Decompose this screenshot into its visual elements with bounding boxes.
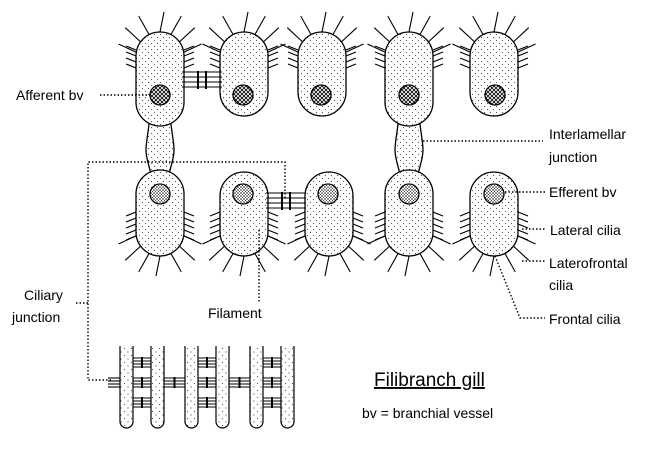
frontal-cilia-leader [494,255,545,319]
efferent-vessel-3 [317,183,339,205]
label-ciliary-junction: junction [11,309,60,325]
label-efferent-bv: Efferent bv [549,184,616,200]
lamella-cell-bottom-4 [384,169,434,257]
diagram-title: Filibranch gill [374,370,485,391]
label-afferent-bv: Afferent bv [16,87,83,103]
label-interlamellar: Interlamellar [549,126,626,142]
afferent-vessel-4 [398,84,420,106]
efferent-vessel-4 [398,183,420,205]
efferent-vessel-1 [149,183,171,205]
label-ciliary: Ciliary [24,287,63,303]
label-laterofrontal-cilia: cilia [549,277,573,293]
ciliary-junction-leader [87,161,286,381]
label-laterofrontal: Laterofrontal [549,255,628,271]
label-lateral-cilia: Lateral cilia [550,222,621,238]
afferent-vessel-3 [310,84,332,106]
label-filament: Filament [208,305,262,321]
lamella-cell-top-1 [135,31,185,127]
ciliary-junction-bottom [266,192,306,210]
efferent-vessel-5 [483,183,505,205]
ciliary-junction-top [182,71,222,89]
cilia [118,11,536,277]
efferent-vessel-2 [232,183,254,205]
filament-row [108,346,295,429]
lamella-cell-top-4 [384,31,434,127]
legend-text: bv = branchial vessel [362,405,493,421]
lamella-cell-bottom-1 [135,169,185,257]
label-frontal-cilia: Frontal cilia [549,311,621,327]
afferent-vessel-5 [484,84,506,106]
afferent-vessel-1 [149,84,171,106]
afferent-vessel-2 [232,84,254,106]
label-interlamellar-junction: junction [548,149,597,165]
